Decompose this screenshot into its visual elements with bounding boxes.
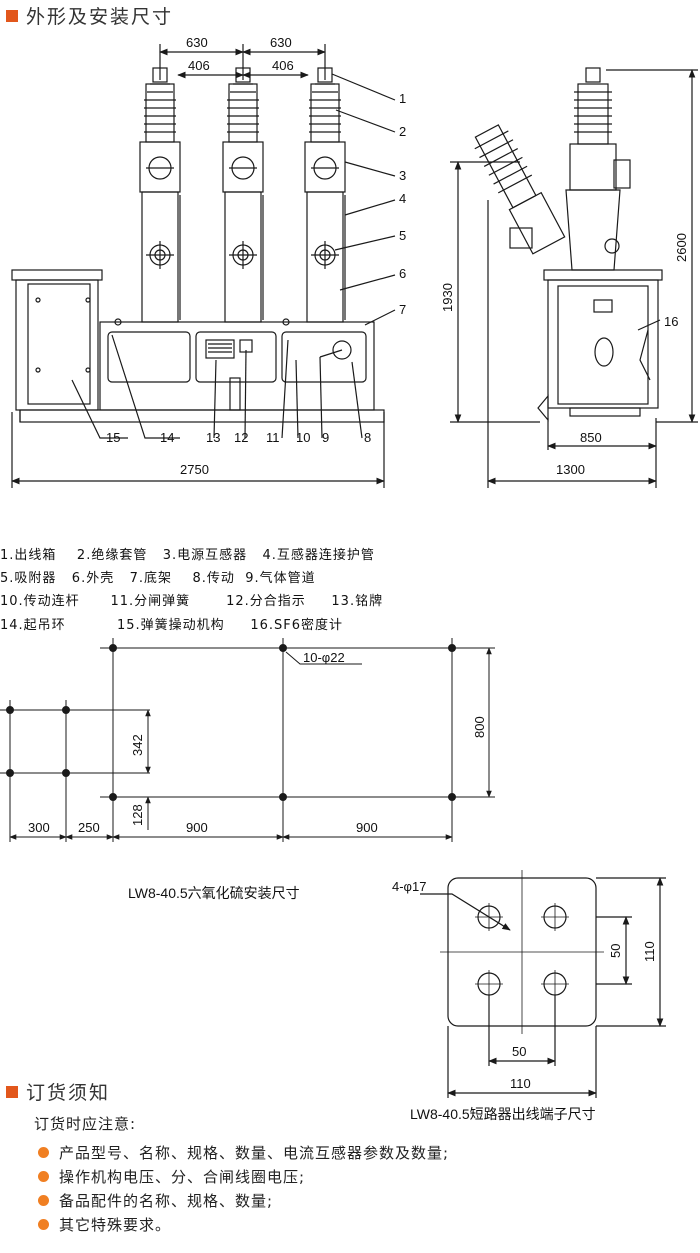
dim-110-horizontal: 110 bbox=[510, 1076, 531, 1091]
legend-line-3: 10.传动连杆 11.分闸弹簧 12.分合指示 13.铭牌 bbox=[0, 594, 384, 609]
section-title: 外形及安装尺寸 bbox=[26, 6, 174, 28]
dim-50-vertical: 50 bbox=[608, 944, 623, 958]
callout-13: 13 bbox=[206, 430, 220, 445]
pole-middle bbox=[222, 67, 264, 323]
section-header-dimensions: 外形及安装尺寸 bbox=[0, 2, 173, 29]
dim-900-right: 900 bbox=[356, 820, 378, 835]
callout-3: 3 bbox=[399, 168, 406, 183]
callout-1: 1 bbox=[399, 91, 406, 106]
dim-250: 250 bbox=[78, 820, 100, 835]
dim-50-horizontal: 50 bbox=[512, 1044, 526, 1059]
order-note-text: 其它特殊要求。 bbox=[59, 1215, 172, 1234]
dim-850: 850 bbox=[580, 430, 602, 445]
section-marker-icon bbox=[6, 9, 18, 22]
callout-10: 10 bbox=[296, 430, 310, 445]
hole-spec-4-phi17: 4-φ17 bbox=[392, 879, 426, 894]
callout-6: 6 bbox=[399, 266, 406, 281]
order-note-text: 备品配件的名称、规格、数量; bbox=[59, 1191, 274, 1210]
order-note-item: 备品配件的名称、规格、数量; bbox=[34, 1188, 449, 1212]
callout-8: 8 bbox=[364, 430, 371, 445]
callout-9: 9 bbox=[322, 430, 329, 445]
dim-800: 800 bbox=[472, 716, 487, 738]
dim-1300: 1300 bbox=[556, 462, 585, 477]
order-note-item: 操作机构电压、分、合闸线圈电压; bbox=[34, 1164, 449, 1188]
dim-128: 128 bbox=[130, 804, 145, 826]
dim-110-vertical: 110 bbox=[642, 941, 657, 962]
terminal-caption: LW8-40.5短路器出线端子尺寸 bbox=[410, 1106, 596, 1122]
dim-900-left: 900 bbox=[186, 820, 208, 835]
side-view: 16 1930 2600 850 1300 bbox=[440, 67, 698, 488]
bullet-icon bbox=[38, 1146, 49, 1158]
hole-spec-10-phi22: 10-φ22 bbox=[303, 650, 345, 665]
dim-630-left: 630 bbox=[186, 35, 208, 50]
section-marker-icon bbox=[6, 1085, 18, 1098]
dim-1930: 1930 bbox=[440, 283, 455, 312]
callout-16: 16 bbox=[664, 314, 678, 329]
dim-406-right: 406 bbox=[272, 58, 294, 73]
dim-2750: 2750 bbox=[180, 462, 209, 477]
order-note-item: 其它特殊要求。 bbox=[34, 1212, 449, 1236]
pole-left bbox=[139, 67, 181, 323]
order-note-text: 产品型号、名称、规格、数量、电流互感器参数及数量; bbox=[59, 1143, 450, 1162]
callout-14: 14 bbox=[160, 430, 174, 445]
legend-line-1: 1.出线箱 2.绝缘套管 3.电源互感器 4.互感器连接护管 bbox=[0, 548, 375, 563]
callout-12: 12 bbox=[234, 430, 248, 445]
legend-line-2: 5.吸附器 6.外壳 7.底架 8.传动 9.气体管道 bbox=[0, 571, 316, 586]
dim-342: 342 bbox=[130, 734, 145, 756]
callout-11: 11 bbox=[266, 430, 280, 445]
callout-2: 2 bbox=[399, 124, 406, 139]
order-notes: 订货时应注意: 产品型号、名称、规格、数量、电流互感器参数及数量; 操作机构电压… bbox=[34, 1113, 449, 1236]
section-title: 订货须知 bbox=[26, 1082, 111, 1104]
callout-5: 5 bbox=[399, 228, 406, 243]
callout-4: 4 bbox=[399, 191, 406, 206]
front-view: 630 630 406 406 bbox=[11, 35, 406, 488]
bullet-icon bbox=[38, 1170, 49, 1182]
dim-406-left: 406 bbox=[188, 58, 210, 73]
order-note-text: 操作机构电压、分、合闸线圈电压; bbox=[59, 1167, 306, 1186]
dim-630-right: 630 bbox=[270, 35, 292, 50]
foundation-plan: 10-φ22 800 342 128 300 250 900 900 bbox=[0, 638, 495, 842]
order-note-item: 产品型号、名称、规格、数量、电流互感器参数及数量; bbox=[34, 1140, 449, 1164]
bullet-icon bbox=[38, 1218, 49, 1230]
order-notes-intro: 订货时应注意: bbox=[34, 1115, 137, 1133]
install-caption: LW8-40.5六氧化硫安装尺寸 bbox=[128, 885, 300, 901]
dim-2600: 2600 bbox=[674, 233, 689, 262]
callout-15: 15 bbox=[106, 430, 120, 445]
legend-line-4: 14.起吊环 15.弹簧操动机构 16.SF6密度计 bbox=[0, 618, 344, 633]
section-header-order: 订货须知 bbox=[0, 1078, 110, 1105]
dim-300: 300 bbox=[28, 820, 50, 835]
pole-right bbox=[304, 67, 346, 323]
terminal-drawing: LW8-40.5六氧化硫安装尺寸 4-φ17 50 110 50 110 LW8… bbox=[128, 870, 666, 1122]
callout-7: 7 bbox=[399, 302, 406, 317]
bullet-icon bbox=[38, 1194, 49, 1206]
